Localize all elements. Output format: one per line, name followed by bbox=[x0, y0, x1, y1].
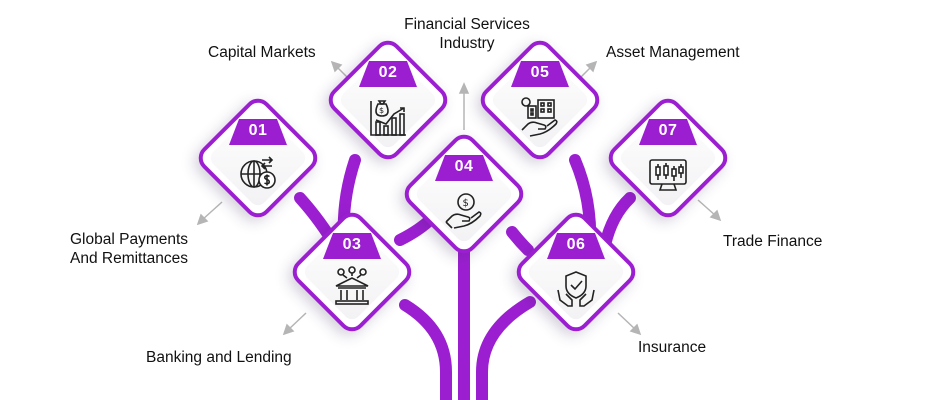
badge-05: 05 bbox=[511, 61, 569, 87]
badge-number: 06 bbox=[566, 236, 586, 253]
label-capital-markets: Capital Markets bbox=[208, 44, 316, 61]
badge-number: 04 bbox=[454, 158, 474, 175]
label-insurance: Insurance bbox=[638, 339, 707, 356]
svg-text:$: $ bbox=[463, 198, 469, 209]
label-asset-management: Asset Management bbox=[606, 44, 740, 61]
badge-number: 03 bbox=[342, 236, 362, 253]
coin-hand-icon: $ bbox=[445, 193, 482, 229]
trunk-left bbox=[399, 299, 452, 400]
badge-number: 02 bbox=[378, 64, 398, 81]
label-trade-finance: Trade Finance bbox=[723, 233, 823, 250]
chart-moneybag-icon: $ bbox=[370, 100, 406, 136]
candlestick-monitor-icon bbox=[649, 159, 687, 191]
trunk-right bbox=[476, 296, 536, 400]
svg-text:$: $ bbox=[379, 106, 384, 115]
building-hand-icon bbox=[521, 97, 558, 137]
label-global-payments: Global Payments And Remittances bbox=[70, 231, 189, 267]
shield-hands-icon bbox=[557, 271, 595, 307]
label-banking-lending: Banking and Lending bbox=[146, 349, 292, 366]
globe-dollar-icon bbox=[240, 156, 276, 189]
badge-07: 07 bbox=[639, 119, 697, 145]
badge-number: 05 bbox=[530, 64, 550, 81]
badge-06: 06 bbox=[547, 233, 605, 259]
badge-04: 04 bbox=[435, 155, 493, 181]
badge-number: 07 bbox=[658, 122, 678, 139]
bank-icon bbox=[335, 266, 369, 305]
badge-number: 01 bbox=[248, 122, 268, 139]
branch-to-06-04 bbox=[506, 226, 534, 256]
badge-03: 03 bbox=[323, 233, 381, 259]
label-center-industry: Financial Services Industry bbox=[404, 16, 530, 52]
badge-01: 01 bbox=[229, 119, 287, 145]
badge-02: 02 bbox=[359, 61, 417, 87]
